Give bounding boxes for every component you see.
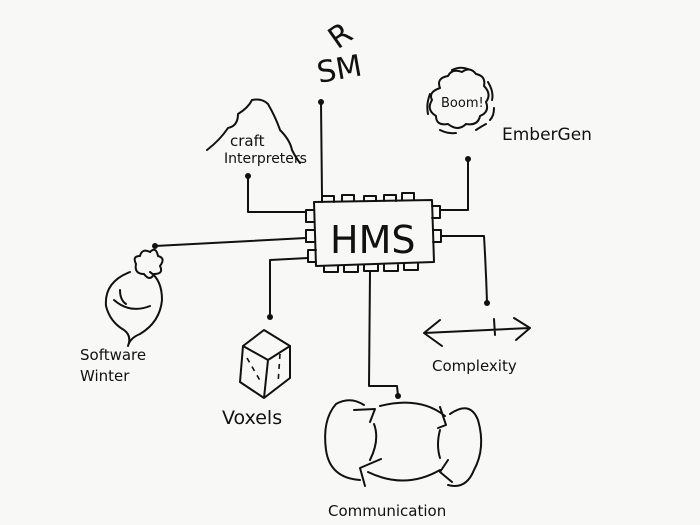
explosion-shake-lines [426, 66, 495, 135]
craft-interpreters-node: craft Interpreters [206, 98, 307, 167]
turnip-lines [113, 289, 151, 310]
comm-left-loop [324, 399, 365, 481]
turnip-icon [104, 271, 163, 347]
rsm-node: R SM [314, 16, 364, 91]
comm-right-inner [437, 429, 441, 459]
chip-body [313, 199, 435, 267]
connector-voxels [269, 257, 309, 317]
embergen-node: Boom! EmberGen [426, 66, 592, 145]
rsm-sm: SM [314, 49, 364, 91]
chip-top-pins [321, 192, 415, 203]
connector-communication [368, 271, 399, 397]
mountain-icon [206, 98, 301, 164]
complexity-label: Complexity [432, 357, 517, 375]
chip-left-pins [305, 209, 317, 263]
connector-embergen [439, 159, 469, 211]
connector-rsm [320, 102, 323, 197]
connector-complexity [440, 235, 488, 303]
explosion-cloud-icon [428, 68, 490, 129]
boom-label: Boom! [441, 96, 484, 111]
double-arrow-icon [423, 317, 531, 347]
craft-label: craft [230, 132, 265, 150]
software-label: Software [80, 346, 146, 364]
communication-node: Communication [324, 399, 483, 520]
chip-bottom-pins [323, 263, 419, 273]
comm-top-arc [379, 401, 447, 429]
hms-label: HMS [330, 218, 415, 262]
comm-right-loop [447, 407, 483, 487]
comm-left-inner [353, 408, 382, 487]
software-winter-node: Software Winter [80, 248, 164, 385]
complexity-node: Complexity [423, 317, 531, 375]
connectors [152, 99, 490, 399]
connector-software-winter [154, 237, 307, 247]
embergen-label: EmberGen [502, 125, 592, 145]
interpreters-label: Interpreters [224, 151, 307, 167]
winter-label: Winter [80, 367, 130, 385]
voxels-node: Voxels [222, 329, 291, 429]
cube-icon [239, 329, 291, 399]
turnip-leaves [133, 248, 164, 279]
voxels-label: Voxels [222, 407, 282, 429]
comm-bottom-arc [367, 459, 453, 483]
communication-label: Communication [328, 502, 446, 520]
connector-craft [247, 176, 307, 213]
hms-chip: HMS [305, 192, 442, 273]
